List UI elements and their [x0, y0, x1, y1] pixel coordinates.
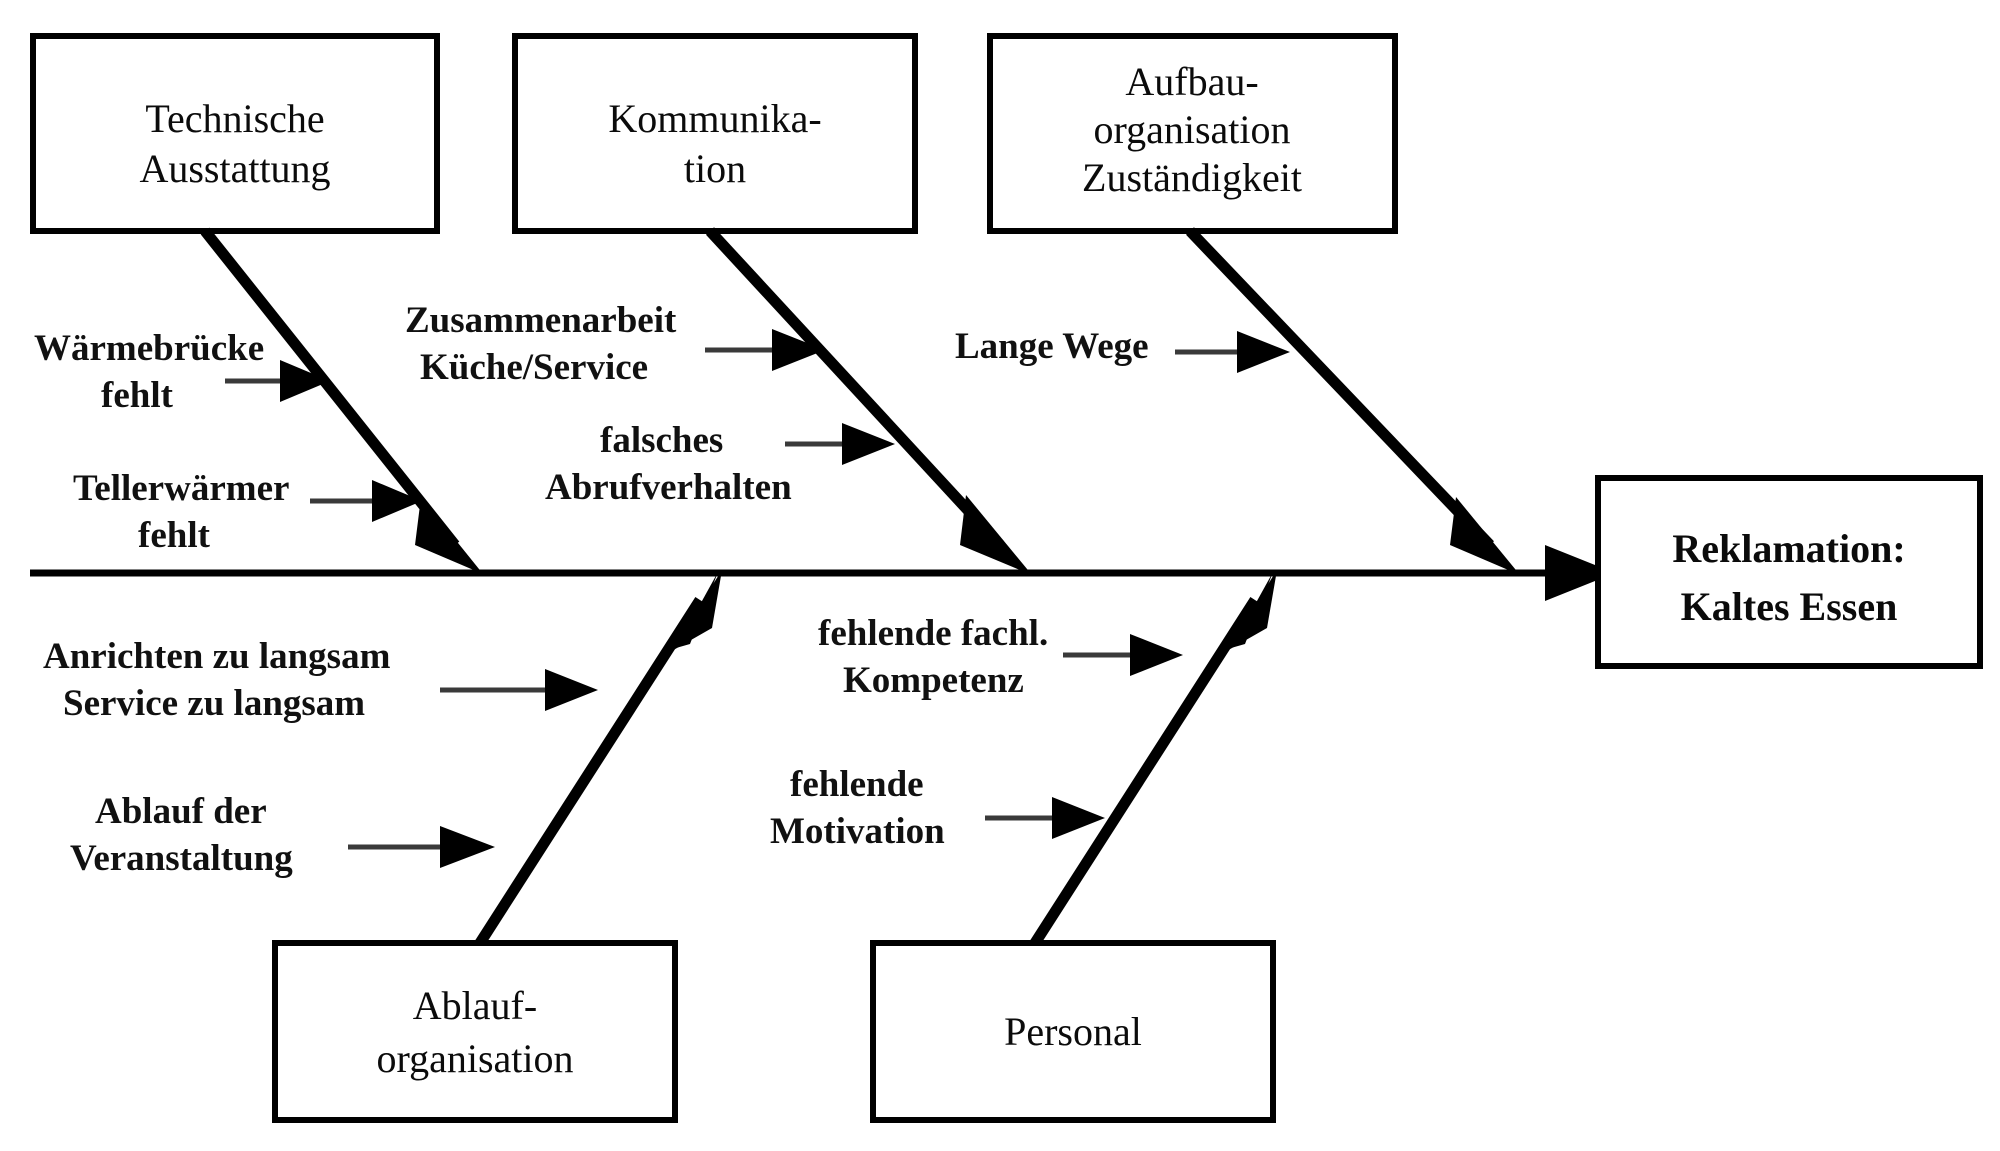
- category-box-ablauforganisation[interactable]: Ablauf- organisation: [272, 940, 678, 1123]
- cause-label-waermebruecke-fehlt-line2: fehlt: [101, 375, 174, 416]
- cause-label-motivation-line2: Motivation: [770, 811, 945, 852]
- spine-group: [30, 545, 1615, 601]
- effect-box-rect: [1595, 475, 1983, 669]
- cause-arrowhead-tellerwaermer-fehlt-icon: [372, 480, 422, 522]
- cause-label-kompetenz-line1: fehlende fachl.: [818, 613, 1048, 654]
- category-label-aufbauorganisation-line1: Aufbau-: [1125, 59, 1258, 104]
- category-box-aufbauorganisation[interactable]: Aufbau- organisation Zuständigkeit: [987, 33, 1398, 234]
- category-label-technische-ausstattung-line1: Technische: [145, 96, 324, 141]
- effect-box-line2: Kaltes Essen: [1681, 584, 1898, 629]
- category-box-personal[interactable]: Personal: [870, 940, 1276, 1123]
- cause-waermebruecke-fehlt[interactable]: Wärmebrücke fehlt: [34, 328, 330, 416]
- cause-zusammenarbeit-kueche-service[interactable]: Zusammenarbeit Küche/Service: [405, 300, 825, 388]
- category-label-personal-line1: Personal: [1004, 1009, 1142, 1054]
- cause-arrowhead-veranstaltung-icon: [440, 826, 495, 868]
- cause-label-veranstaltung-line2: Veranstaltung: [70, 838, 293, 879]
- rib-arrowhead-technische-ausstattung-icon-2: [415, 497, 483, 574]
- cause-label-lange-wege-line1: Lange Wege: [955, 326, 1149, 367]
- category-label-ablauforganisation-line2: organisation: [376, 1036, 573, 1081]
- rib-aufbauorganisation: [1186, 227, 1520, 575]
- cause-arrowhead-kompetenz-icon: [1130, 634, 1183, 676]
- cause-label-tellerwaermer-fehlt-line2: fehlt: [138, 515, 211, 556]
- rib-arrowhead-aufbauorganisation-icon-2: [1450, 497, 1520, 575]
- category-label-kommunikation-line2: tion: [684, 146, 746, 191]
- cause-fehlende-fachl-kompetenz[interactable]: fehlende fachl. Kompetenz: [818, 613, 1183, 701]
- effect-box-line1: Reklamation:: [1672, 526, 1905, 571]
- cause-label-abrufverhalten-line2: Abrufverhalten: [545, 467, 792, 508]
- cause-fehlende-motivation[interactable]: fehlende Motivation: [770, 764, 1105, 852]
- category-box-kommunikation[interactable]: Kommunika- tion: [512, 33, 918, 234]
- cause-label-tellerwaermer-fehlt-line1: Tellerwärmer: [73, 468, 289, 509]
- rib-technische-ausstattung: [200, 227, 483, 574]
- rib-line-ablauforganisation: [475, 597, 705, 946]
- cause-arrowhead-zusammenarbeit-icon: [772, 329, 825, 371]
- category-rect-technische-ausstattung: [30, 33, 440, 234]
- cause-lange-wege[interactable]: Lange Wege: [955, 326, 1290, 373]
- rib-arrowhead-ablauforganisation-icon-2: [670, 570, 722, 652]
- cause-label-veranstaltung-line1: Ablauf der: [95, 791, 267, 832]
- category-label-aufbauorganisation-line2: organisation: [1093, 107, 1290, 152]
- cause-arrowhead-motivation-icon: [1052, 797, 1105, 839]
- rib-line-technische-ausstattung: [200, 227, 460, 549]
- spine-arrowhead-icon: [1545, 545, 1615, 601]
- rib-line-aufbauorganisation: [1186, 227, 1494, 549]
- rib-kommunikation: [705, 227, 1032, 575]
- cause-label-waermebruecke-fehlt-line1: Wärmebrücke: [34, 328, 264, 369]
- cause-arrowhead-abrufverhalten-icon: [842, 423, 895, 465]
- rib-ablauforganisation: [475, 570, 722, 946]
- category-label-technische-ausstattung-line2: Ausstattung: [139, 146, 330, 191]
- cause-label-kompetenz-line2: Kompetenz: [843, 660, 1024, 701]
- cause-arrowhead-lange-wege-icon: [1237, 331, 1290, 373]
- rib-personal: [1030, 570, 1277, 946]
- cause-label-motivation-line1: fehlende: [790, 764, 924, 805]
- category-box-technische-ausstattung[interactable]: Technische Ausstattung: [30, 33, 440, 234]
- rib-line-kommunikation: [705, 227, 1005, 549]
- cause-label-abrufverhalten-line1: falsches: [600, 420, 723, 461]
- category-label-kommunikation-line1: Kommunika-: [608, 96, 821, 141]
- category-rect-ablauforganisation: [272, 940, 678, 1123]
- cause-label-anrichten-line1: Anrichten zu langsam: [43, 636, 391, 677]
- rib-line-personal: [1030, 597, 1260, 946]
- cause-arrowhead-waermebruecke-fehlt-icon: [280, 360, 330, 402]
- cause-anrichten-service-zu-langsam[interactable]: Anrichten zu langsam Service zu langsam: [43, 636, 598, 724]
- cause-label-zusammenarbeit-line1: Zusammenarbeit: [405, 300, 677, 341]
- category-rect-personal: [870, 940, 1276, 1123]
- cause-tellerwaermer-fehlt[interactable]: Tellerwärmer fehlt: [73, 468, 422, 556]
- rib-arrowhead-personal-icon-2: [1225, 570, 1277, 652]
- cause-ablauf-der-veranstaltung[interactable]: Ablauf der Veranstaltung: [70, 791, 495, 879]
- effect-box[interactable]: Reklamation: Kaltes Essen: [1595, 475, 1983, 669]
- category-rect-aufbauorganisation: [987, 33, 1398, 234]
- rib-arrowhead-kommunikation-icon-2: [960, 495, 1032, 575]
- category-label-aufbauorganisation-line3: Zuständigkeit: [1082, 155, 1302, 200]
- cause-arrowhead-anrichten-icon: [545, 669, 598, 711]
- cause-label-anrichten-line2: Service zu langsam: [63, 683, 365, 724]
- cause-falsches-abrufverhalten[interactable]: falsches Abrufverhalten: [545, 420, 895, 508]
- category-label-ablauforganisation-line1: Ablauf-: [413, 983, 537, 1028]
- cause-label-zusammenarbeit-line2: Küche/Service: [420, 347, 648, 388]
